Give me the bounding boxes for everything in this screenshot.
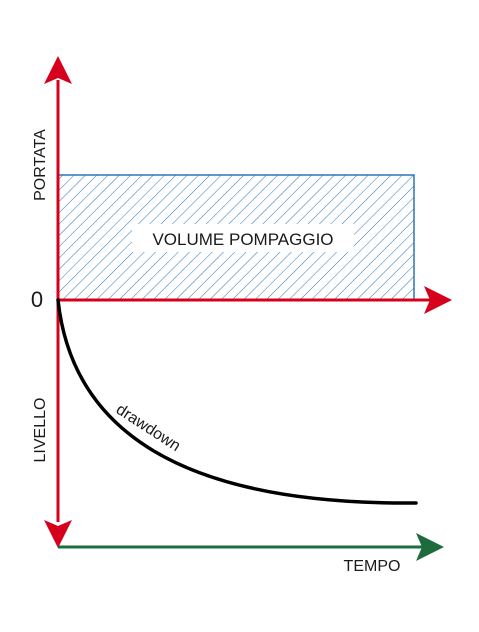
volume-pompaggio-label: VOLUME POMPAGGIO [152,230,333,249]
portata-label: PORTATA [32,129,49,201]
vertical-axis-arrow-down [44,520,72,548]
zero-label: 0 [31,287,43,312]
volume-label-background [132,224,354,252]
flow-zero-axis-arrow [424,286,452,314]
drawdown-curve [56,298,418,505]
time-axis-arrow [416,533,444,561]
tempo-label: TEMPO [344,558,401,575]
livello-label: LIVELLO [32,398,49,463]
vertical-axis-arrow-up [44,56,72,84]
